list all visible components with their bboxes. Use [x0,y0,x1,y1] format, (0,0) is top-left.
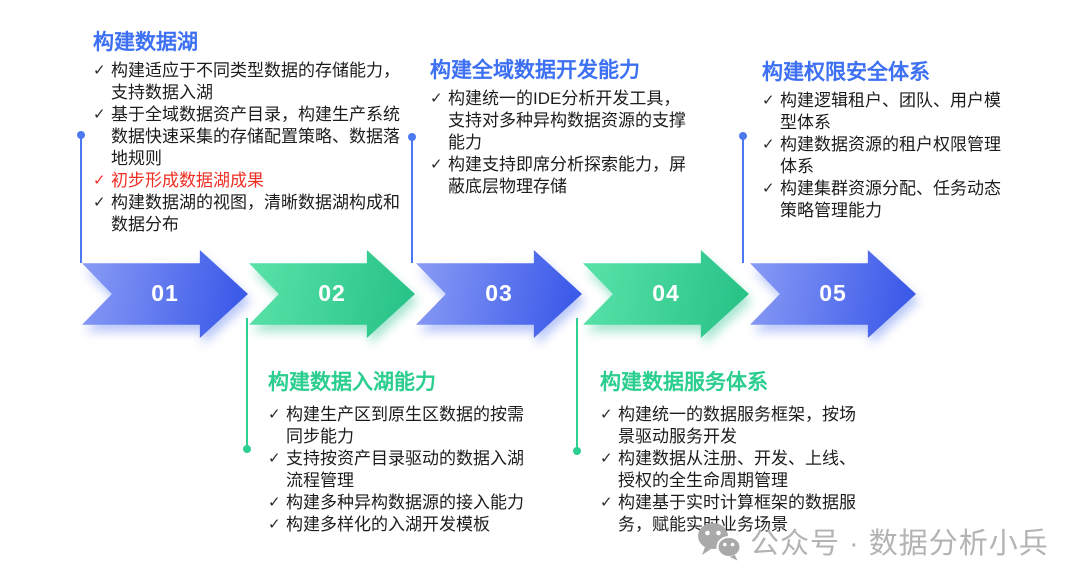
step-number: 03 [485,279,513,306]
connector-dot [77,131,85,139]
bullet-item: ✓ 构建数据从注册、开发、上线、授权的全生命周期管理 [600,448,863,492]
bullet-text: 支持按资产目录驱动的数据入湖流程管理 [286,449,524,490]
watermark-text: 公众号 · 数据分析小兵 [750,528,1049,560]
watermark: 公众号 · 数据分析小兵 [696,520,1049,562]
bullet-item: ✓ 构建统一的数据服务框架，按场景驱动服务开发 [600,404,863,448]
bullet-text: 构建生产区到原生区数据的按需同步能力 [286,405,524,446]
bullet-text: 构建统一的数据服务框架，按场景驱动服务开发 [618,405,856,446]
check-icon: ✓ [93,194,106,211]
bullet-item: ✓ 构建集群资源分配、任务动态策略管理能力 [762,178,1012,222]
check-icon: ✓ [93,62,106,79]
connector-dot [573,447,581,455]
bullet-text: 构建逻辑租户、团队、用户模型体系 [780,91,1001,132]
step-arrow-02: 02 [249,250,415,338]
check-icon: ✓ [430,156,443,173]
bullet-text: 构建集群资源分配、任务动态策略管理能力 [780,179,1001,220]
bullet-item: ✓ 支持按资产目录驱动的数据入湖流程管理 [268,448,531,492]
connector-line-step4 [573,318,581,455]
check-icon: ✓ [600,450,613,467]
section-title: 构建权限安全体系 [762,61,930,84]
bullet-item: ✓ 基于全域数据资产目录，构建生产系统数据快速采集的存储配置策略、数据落地规则 [93,104,411,170]
check-icon: ✓ [268,494,281,511]
bullet-item: ✓ 构建多种异构数据源的接入能力 [268,492,531,514]
step-arrow-01: 01 [82,250,248,338]
step-arrow-03: 03 [416,250,582,338]
section-data-development: 构建全域数据开发能力 ✓ 构建统一的IDE分析开发工具，支持对多种异构数据资源的支… [430,58,688,198]
section-data-service: 构建数据服务体系 ✓ 构建统一的数据服务框架，按场景驱动服务开发 ✓ 构建数据从注册… [600,370,863,536]
connector-dot [739,132,747,140]
bullet-item: ✓ 构建数据湖的视图，清晰数据湖构成和数据分布 [93,192,411,236]
section-title: 构建数据入湖能力 [268,371,436,394]
connector-line-step2 [243,318,251,453]
bullet-text: 构建多种异构数据源的接入能力 [286,493,524,512]
section-data-ingestion: 构建数据入湖能力 ✓ 构建生产区到原生区数据的按需同步能力 ✓ 支持按资产目录驱动的… [268,370,531,536]
check-icon: ✓ [600,406,613,423]
check-icon: ✓ [762,180,775,197]
check-icon: ✓ [93,106,106,123]
bullet-item: ✓ 构建适应于不同类型数据的存储能力，支持数据入湖 [93,60,411,104]
check-icon: ✓ [430,90,443,107]
step-arrow-04: 04 [583,250,749,338]
bullet-item: ✓ 构建逻辑租户、团队、用户模型体系 [762,90,1012,134]
bullet-item: ✓ 构建统一的IDE分析开发工具，支持对多种异构数据资源的支撑能力 [430,88,688,154]
bullet-text: 构建统一的IDE分析开发工具，支持对多种异构数据资源的支撑能力 [448,89,686,152]
bullet-text: 初步形成数据湖成果 [111,171,264,190]
bullet-item-highlight: ✓ 初步形成数据湖成果 [93,170,411,192]
wechat-icon [698,523,742,561]
connector-line-step3 [408,133,416,263]
bullet-item: ✓ 构建多样化的入湖开发模板 [268,514,531,536]
connector-line-step1 [77,131,85,263]
section-data-lake: 构建数据湖 ✓ 构建适应于不同类型数据的存储能力，支持数据入湖 ✓ 基于全域数据资产… [93,30,411,236]
section-title: 构建数据服务体系 [600,371,768,394]
bullet-text: 构建多样化的入湖开发模板 [286,515,490,534]
step-number: 02 [318,279,346,306]
connector-line-step5 [739,132,747,263]
bullet-text: 构建数据资源的租户权限管理体系 [780,135,1001,176]
bullet-text: 构建数据从注册、开发、上线、授权的全生命周期管理 [618,449,856,490]
section-title: 构建全域数据开发能力 [430,59,640,82]
bullet-item: ✓ 构建数据资源的租户权限管理体系 [762,134,1012,178]
connector-dot [408,133,416,141]
check-icon: ✓ [268,406,281,423]
check-icon: ✓ [762,92,775,109]
check-icon: ✓ [93,172,106,189]
connector-dot [243,445,251,453]
check-icon: ✓ [762,136,775,153]
step-number: 01 [151,279,179,306]
section-title: 构建数据湖 [93,31,198,54]
bullet-item: ✓ 构建基于实时计算框架的数据服务，赋能实时业务场景 [600,492,863,536]
check-icon: ✓ [600,494,613,511]
bullet-text: 构建支持即席分析探索能力，屏蔽底层物理存储 [448,155,686,196]
step-number: 05 [819,279,847,306]
section-permission-security: 构建权限安全体系 ✓ 构建逻辑租户、团队、用户模型体系 ✓ 构建数据资源的租户权限管… [762,60,1012,222]
bullet-text: 构建基于实时计算框架的数据服务，赋能实时业务场景 [618,493,856,534]
step-arrow-05: 05 [750,250,916,338]
bullet-item: ✓ 构建支持即席分析探索能力，屏蔽底层物理存储 [430,154,688,198]
check-icon: ✓ [268,450,281,467]
bullet-item: ✓ 构建生产区到原生区数据的按需同步能力 [268,404,531,448]
bullet-text: 基于全域数据资产目录，构建生产系统数据快速采集的存储配置策略、数据落地规则 [111,105,400,168]
bullet-text: 构建数据湖的视图，清晰数据湖构成和数据分布 [111,193,400,234]
check-icon: ✓ [268,516,281,533]
bullet-text: 构建适应于不同类型数据的存储能力，支持数据入湖 [111,61,400,102]
step-number: 04 [652,279,680,306]
